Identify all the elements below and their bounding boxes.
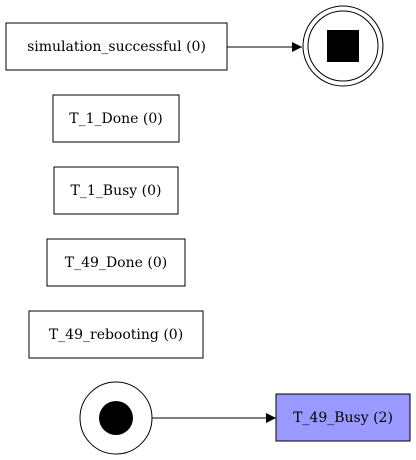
end-state-node bbox=[302, 5, 384, 87]
node-t49-done: T_49_Done (0) bbox=[46, 238, 186, 287]
start-dot-icon bbox=[99, 401, 133, 435]
node-simulation-successful: simulation_successful (0) bbox=[5, 22, 228, 71]
stop-square-icon bbox=[327, 30, 359, 62]
node-t49-done-label: T_49_Done (0) bbox=[65, 255, 167, 271]
start-state-node bbox=[79, 381, 153, 455]
node-t49-busy: T_49_Busy (2) bbox=[275, 393, 411, 442]
node-simulation-successful-label: simulation_successful (0) bbox=[27, 39, 206, 55]
node-t1-busy: T_1_Busy (0) bbox=[53, 166, 179, 215]
node-t49-busy-label: T_49_Busy (2) bbox=[293, 410, 393, 426]
node-t1-done-label: T_1_Done (0) bbox=[69, 111, 162, 127]
node-t1-done: T_1_Done (0) bbox=[52, 94, 180, 143]
node-t49-rebooting: T_49_rebooting (0) bbox=[28, 310, 204, 359]
node-t49-rebooting-label: T_49_rebooting (0) bbox=[49, 327, 183, 343]
node-t1-busy-label: T_1_Busy (0) bbox=[71, 183, 162, 199]
